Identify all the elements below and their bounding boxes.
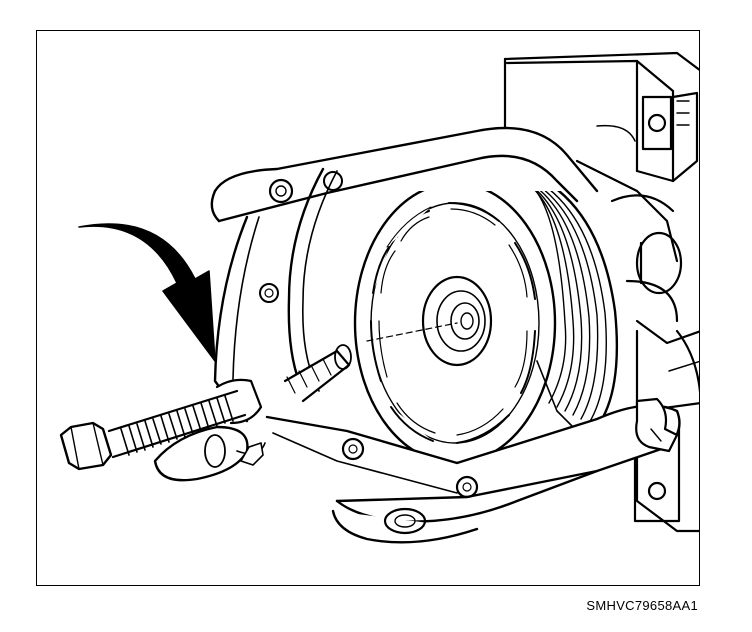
forcing-screw-icon bbox=[59, 344, 352, 471]
illustration-frame bbox=[36, 30, 700, 586]
puller-tool-icon bbox=[153, 126, 681, 544]
pulley-puller-illustration bbox=[59, 51, 699, 544]
figure-caption: SMHVC79658AA1 bbox=[586, 598, 698, 613]
rotation-arrow-icon bbox=[78, 223, 216, 362]
pulley-icon bbox=[353, 161, 619, 465]
